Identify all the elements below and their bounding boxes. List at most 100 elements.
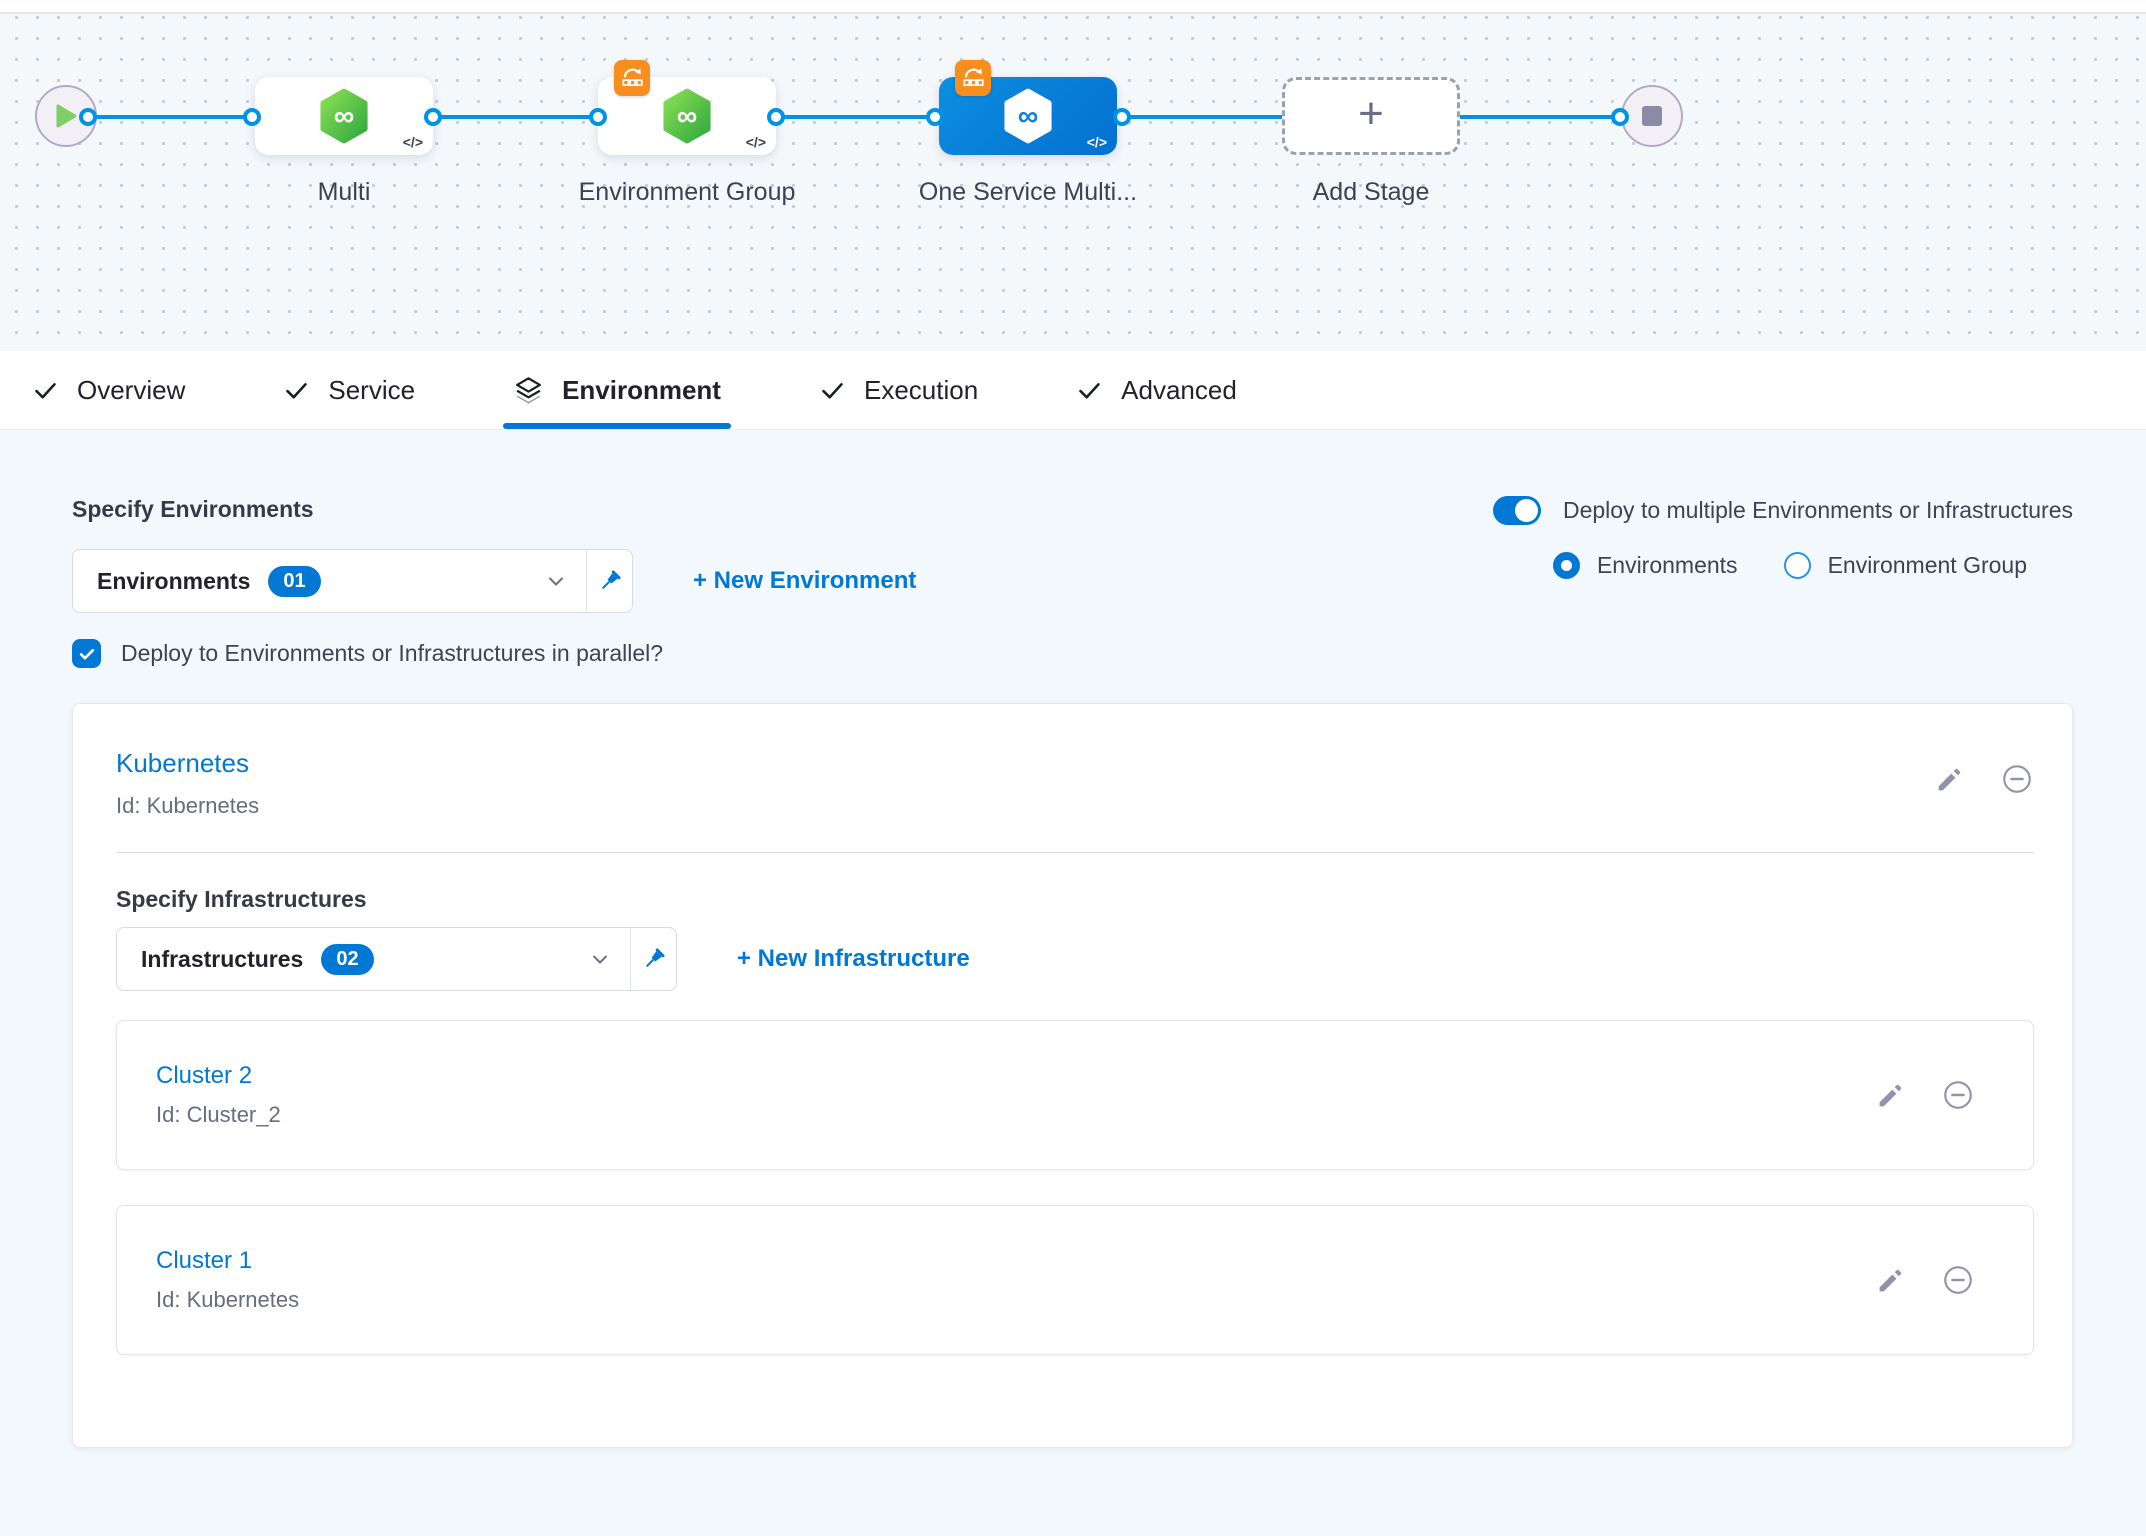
connector-port (243, 108, 261, 126)
environment-title-block: Kubernetes Id: Kubernetes (116, 748, 259, 819)
parallel-deploy-checkbox[interactable] (72, 639, 101, 668)
dropdown-label: Infrastructures (141, 945, 304, 972)
chevron-down-icon (588, 947, 612, 971)
radio-environments-label: Environments (1596, 552, 1738, 578)
yaml-code-glyph: </> (402, 134, 423, 150)
cd-hexagon-icon: ∞ (1004, 88, 1052, 144)
check-icon (822, 382, 843, 399)
connector-line (88, 115, 254, 119)
connector-port (1113, 108, 1131, 126)
infrastructure-card-cluster-1: Cluster 1 Id: Kubernetes (116, 1205, 2034, 1355)
remove-environment-button[interactable] (2000, 762, 2034, 796)
connector-port (926, 108, 944, 126)
play-icon (56, 104, 77, 128)
infrastructure-name-link[interactable]: Cluster 2 (156, 1062, 253, 1089)
svg-text:∞: ∞ (677, 101, 698, 133)
infrastructure-title-block: Cluster 1 Id: Kubernetes (156, 1247, 299, 1313)
stage-node-multi[interactable]: ∞ </> (255, 77, 433, 155)
pipeline-end-node (1621, 85, 1683, 147)
pin-environments-button[interactable] (587, 550, 632, 612)
cd-hexagon-icon: ∞ (320, 88, 368, 144)
parallel-deploy-label: Deploy to Environments or Infrastructure… (121, 640, 664, 666)
check-icon (286, 382, 308, 399)
propagate-stage-badge-icon (614, 60, 650, 96)
environment-tab-content: Specify Environments Environments 01 (0, 430, 2146, 1448)
tab-label: Execution (863, 374, 979, 405)
environments-dropdown[interactable]: Environments 01 (72, 549, 633, 613)
tab-environment[interactable]: Environment (503, 351, 731, 429)
stage-label: Environment Group (578, 178, 796, 206)
infrastructure-name-link[interactable]: Cluster 1 (156, 1247, 253, 1274)
multiple-environments-toggle[interactable] (1492, 496, 1541, 525)
yaml-code-glyph: </> (1086, 134, 1107, 150)
radio-environments[interactable]: Environments (1552, 552, 1738, 579)
toggle-knob (1514, 499, 1538, 522)
svg-text:∞: ∞ (1018, 101, 1039, 133)
environment-id-text: Id: Kubernetes (116, 793, 260, 818)
radio-unselected-icon (1783, 552, 1811, 579)
svg-text:∞: ∞ (334, 101, 355, 133)
new-environment-link[interactable]: + New Environment (693, 567, 917, 594)
tab-execution[interactable]: Execution (819, 351, 978, 429)
stage-node-environment-group[interactable]: ∞ </> (598, 60, 776, 155)
environments-dropdown-value[interactable]: Environments 01 (73, 550, 587, 612)
tab-label: Overview (77, 374, 186, 405)
cd-hexagon-icon: ∞ (663, 88, 711, 144)
pencil-icon (1938, 768, 1961, 790)
connector-line (776, 115, 937, 119)
environment-name-link[interactable]: Kubernetes (116, 748, 249, 778)
top-divider-strip (0, 0, 2146, 14)
radio-selected-icon (1552, 552, 1580, 579)
add-stage-button[interactable]: + (1282, 77, 1460, 155)
infrastructure-card-cluster-2: Cluster 2 Id: Cluster_2 (116, 1020, 2034, 1170)
infrastructures-dropdown-value[interactable]: Infrastructures 02 (117, 928, 631, 990)
connector-port (424, 108, 442, 126)
tab-advanced[interactable]: Advanced (1076, 351, 1237, 429)
edit-environment-button[interactable] (1935, 765, 1964, 794)
environments-count-badge: 01 (268, 565, 321, 597)
infrastructure-title-block: Cluster 2 Id: Cluster_2 (156, 1062, 281, 1128)
new-infrastructure-link[interactable]: + New Infrastructure (737, 945, 970, 972)
tab-service[interactable]: Service (283, 351, 415, 429)
edit-infrastructure-button[interactable] (1876, 1266, 1905, 1295)
infrastructures-dropdown[interactable]: Infrastructures 02 (116, 927, 677, 991)
connector-line (433, 115, 600, 119)
remove-infrastructure-button[interactable] (1941, 1078, 1975, 1112)
pipeline-start-node (35, 85, 97, 147)
stop-icon (1642, 106, 1662, 126)
infrastructure-id-text: Id: Cluster_2 (156, 1102, 281, 1127)
tab-label: Advanced (1121, 374, 1237, 405)
tab-label: Service (328, 374, 416, 405)
specify-infrastructures-heading: Specify Infrastructures (116, 886, 367, 912)
deploy-mode-block: Deploy to multiple Environments or Infra… (1492, 496, 2073, 579)
environment-layers-icon (516, 376, 542, 403)
edit-infrastructure-button[interactable] (1876, 1081, 1905, 1110)
multiple-environments-toggle-label: Deploy to multiple Environments or Infra… (1562, 497, 2073, 523)
pencil-icon (1879, 1084, 1902, 1106)
environment-card-kubernetes: Kubernetes Id: Kubernetes (72, 703, 2073, 1448)
dropdown-label: Environments (97, 567, 251, 594)
pipeline-graph-canvas[interactable]: ∞ </> Multi ∞ </> Environment Grou (0, 14, 2146, 351)
connector-port (1611, 108, 1629, 126)
specify-environments-block: Specify Environments Environments 01 (72, 496, 916, 668)
chevron-down-icon (544, 569, 568, 593)
tab-overview[interactable]: Overview (32, 351, 185, 429)
plus-icon: + (1358, 89, 1384, 138)
minus-circle-icon (1944, 1081, 1972, 1109)
pushpin-icon (602, 569, 621, 589)
radio-environment-group[interactable]: Environment Group (1783, 552, 2027, 579)
infrastructures-count-badge: 02 (321, 943, 374, 975)
propagate-stage-badge-icon (955, 60, 991, 96)
tab-label: Environment (562, 374, 721, 405)
remove-infrastructure-button[interactable] (1941, 1263, 1975, 1297)
check-icon (35, 382, 56, 399)
pin-infrastructures-button[interactable] (631, 928, 676, 990)
infrastructure-id-text: Id: Kubernetes (156, 1287, 300, 1312)
pushpin-icon (646, 947, 665, 967)
check-icon (1079, 382, 1100, 399)
stage-label: Add Stage (1312, 178, 1430, 206)
stage-label: Multi (317, 178, 371, 206)
stage-node-one-service-multi[interactable]: ∞ </> (939, 60, 1117, 155)
pencil-icon (1879, 1269, 1902, 1291)
